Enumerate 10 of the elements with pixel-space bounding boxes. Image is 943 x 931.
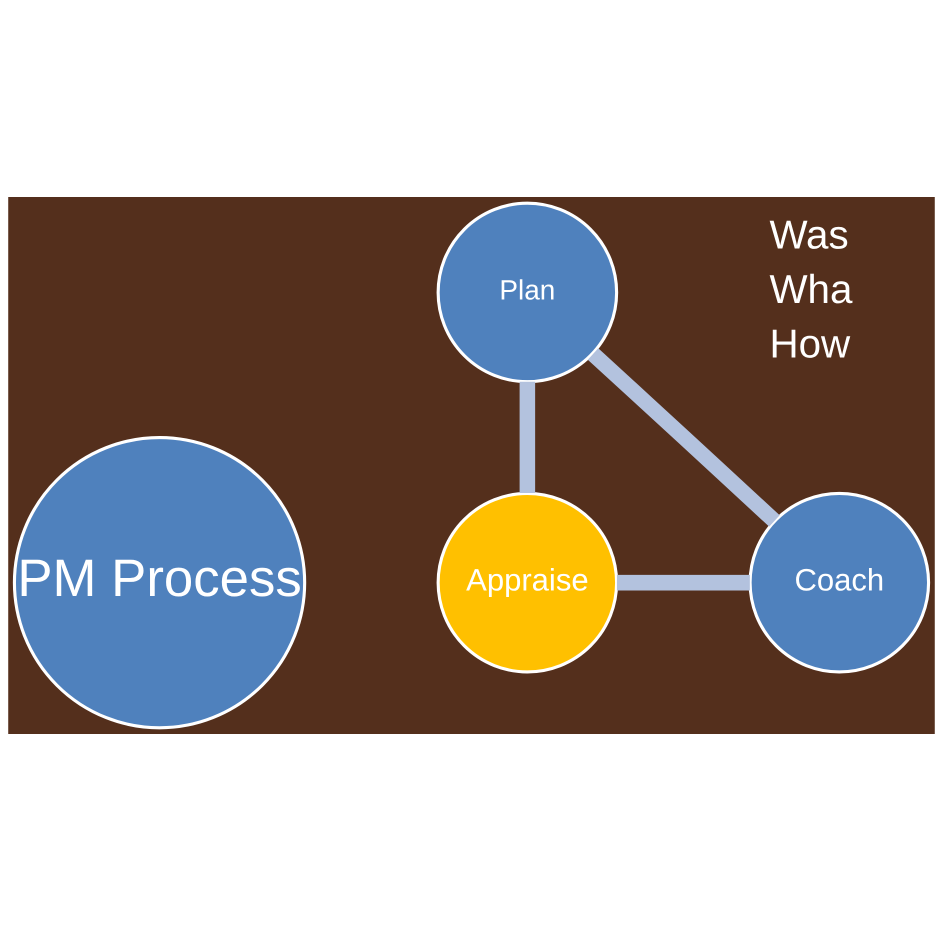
- node-circle: PM Process: [12, 436, 306, 730]
- connector: [520, 382, 536, 493]
- connector: [588, 348, 780, 527]
- label: How: [769, 320, 850, 366]
- node-circle: Appraise: [436, 492, 618, 674]
- label: Wha: [769, 266, 852, 312]
- connector: [616, 574, 750, 590]
- node-circle: Coach: [748, 492, 930, 674]
- node-circle: Plan: [436, 202, 618, 384]
- label: Was: [769, 212, 849, 258]
